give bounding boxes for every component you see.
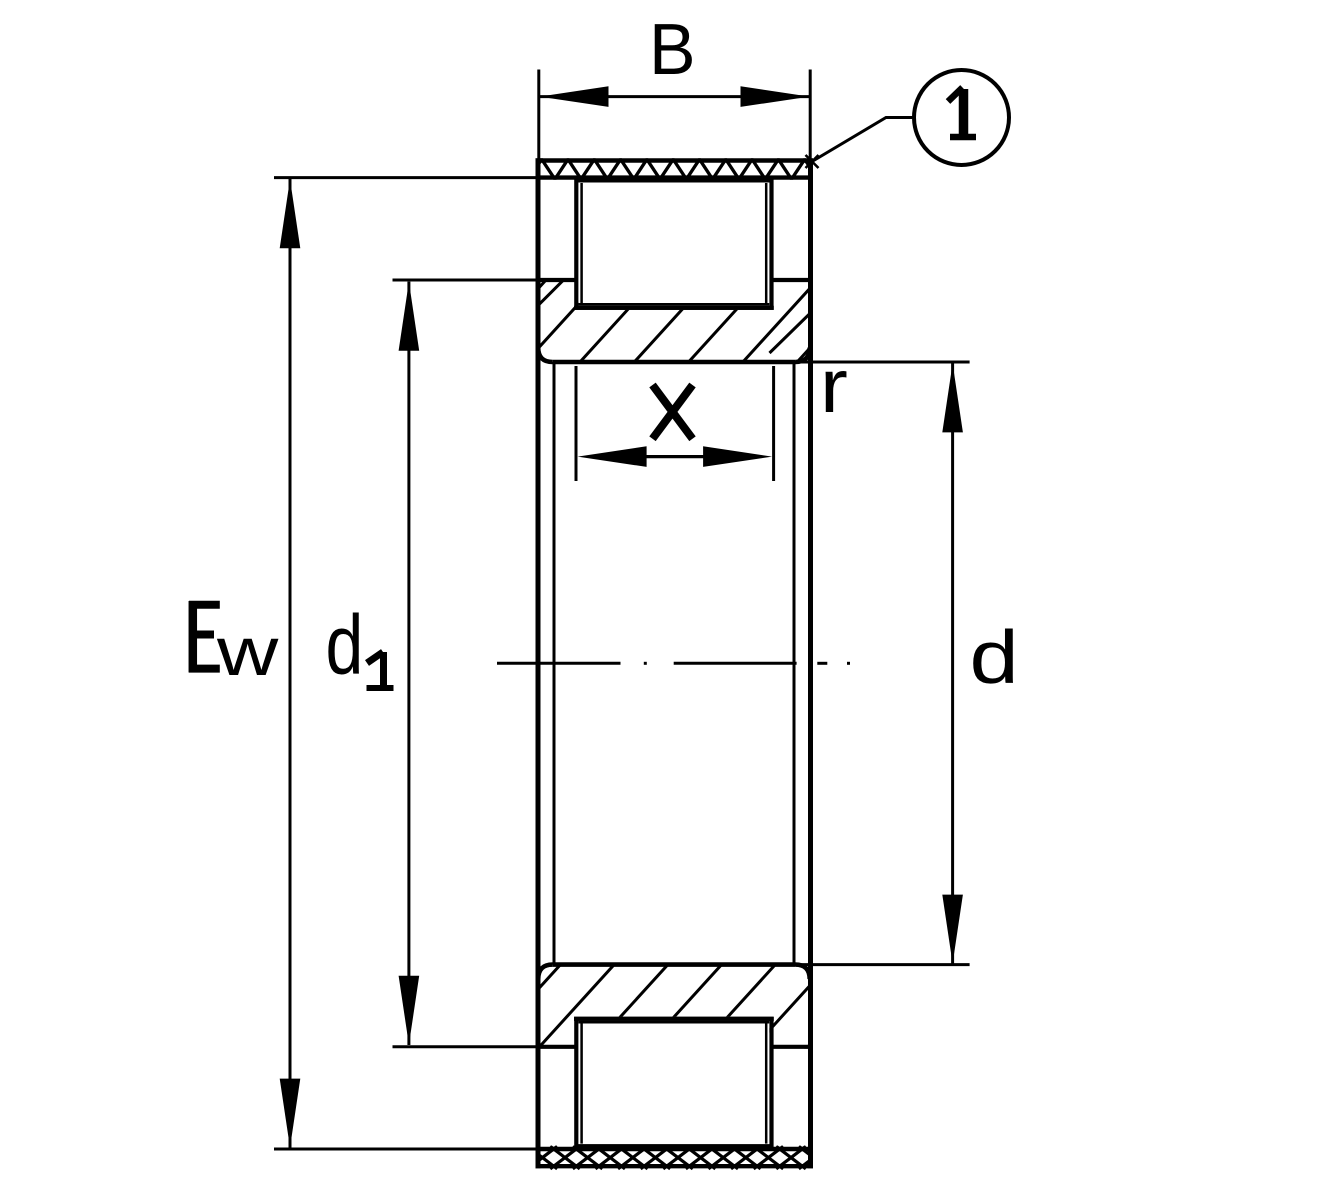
svg-text:d: d [326, 599, 364, 692]
svg-text:w: w [216, 613, 280, 690]
svg-text:B: B [649, 10, 696, 90]
svg-text:r: r [820, 344, 848, 429]
svg-text:d: d [970, 616, 1019, 699]
